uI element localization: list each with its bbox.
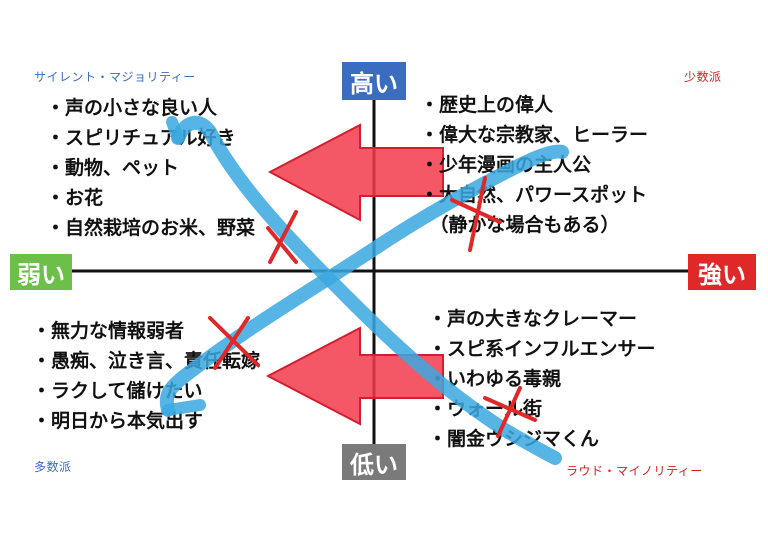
axis-label-weak: 弱い <box>10 254 72 290</box>
list-item: スピリチュアル好き <box>46 123 255 153</box>
list-item: 歴史上の偉人 <box>420 90 648 120</box>
quadrant-bottom-left-list: 無力な情報弱者 愚痴、泣き言、責任転嫁 ラクして儲けたい 明日から本気出す <box>32 316 260 436</box>
list-item: 明日から本気出す <box>32 406 260 436</box>
list-item: 少年漫画の主人公 <box>420 150 648 180</box>
list-item: 声の大きなクレーマー <box>428 304 655 334</box>
quadrant-top-right-list: 歴史上の偉人 偉大な宗教家、ヒーラー 少年漫画の主人公 大自然、パワースポット … <box>420 90 648 240</box>
list-item: 愚痴、泣き言、責任転嫁 <box>32 346 260 376</box>
list-item-note: （静かな場合もある） <box>439 214 620 236</box>
corner-label-majority: 多数派 <box>34 460 72 474</box>
quadrant-bottom-right-list: 声の大きなクレーマー スピ系インフルエンサー いわゆる毒親 ウォール街 闇金ウシ… <box>428 304 655 454</box>
list-item: ウォール街 <box>428 394 655 424</box>
list-item: 声の小さな良い人 <box>46 93 255 123</box>
upper-arrow <box>267 123 444 222</box>
list-item: いわゆる毒親 <box>428 364 655 394</box>
lower-arrow <box>265 326 444 426</box>
list-item: 大自然、パワースポット <box>420 180 648 210</box>
list-item: 闇金ウシジマくん <box>428 424 655 454</box>
list-item: 無力な情報弱者 <box>32 316 260 346</box>
list-item: スピ系インフルエンサー <box>428 334 655 364</box>
corner-label-silent-majority: サイレント・マジョリティー <box>34 70 196 84</box>
quadrant-top-left-list: 声の小さな良い人 スピリチュアル好き 動物、ペット お花 自然栽培のお米、野菜 <box>46 93 255 243</box>
list-item: 自然栽培のお米、野菜 <box>46 213 255 243</box>
axis-label-high: 高い <box>342 62 406 100</box>
corner-label-minority: 少数派 <box>684 70 722 84</box>
axis-label-low: 低い <box>342 444 406 480</box>
list-item: 偉大な宗教家、ヒーラー <box>420 120 648 150</box>
axis-label-strong: 強い <box>688 254 756 290</box>
list-item: 動物、ペット <box>46 153 255 183</box>
corner-label-loud-minority: ラウド・マイノリティー <box>566 464 703 478</box>
list-item: ラクして儲けたい <box>32 376 260 406</box>
list-item: お花 <box>46 183 255 213</box>
